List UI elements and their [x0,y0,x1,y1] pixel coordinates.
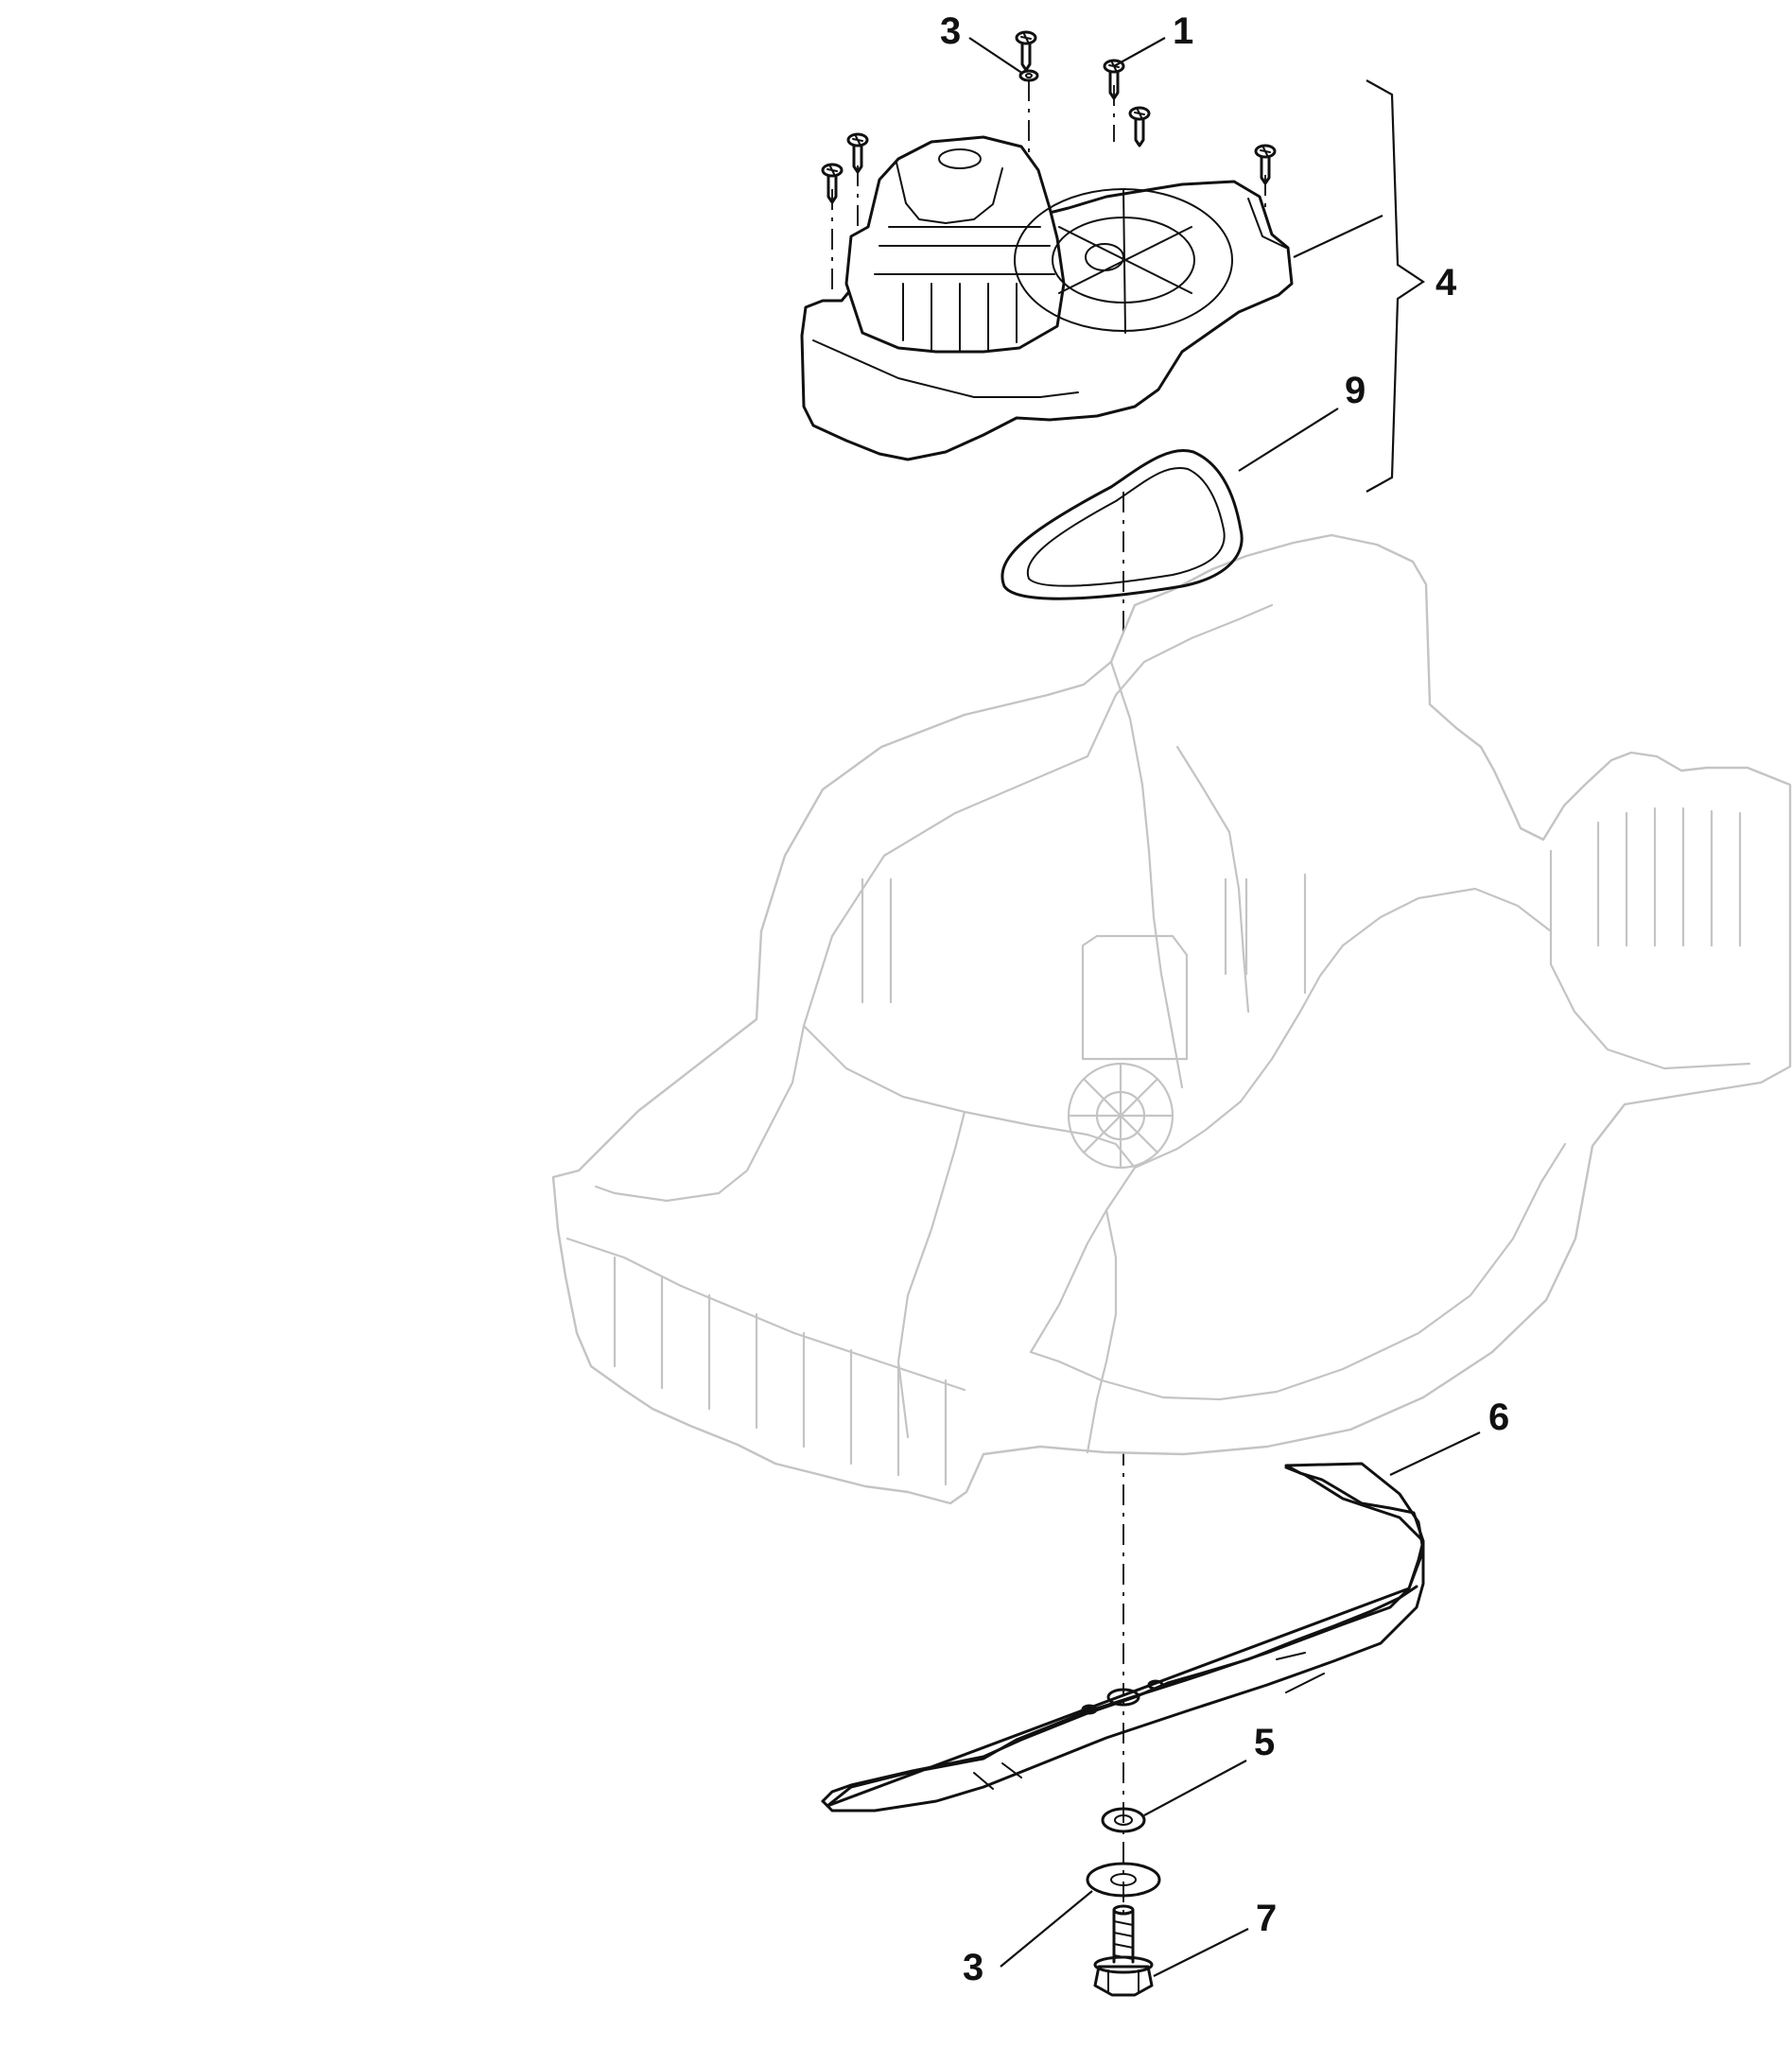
leader-1 [1113,37,1166,67]
leader-7 [1153,1928,1249,1977]
motor-assembly [800,135,1294,461]
screw-icon [821,163,844,204]
leader-4 [1293,215,1383,258]
cutting-blade [821,1462,1425,1813]
callout-6: 6 [1488,1396,1509,1438]
leader-3-bottom [1000,1890,1093,1968]
washer-icon [1101,1807,1146,1833]
screw-icon [1128,106,1151,147]
drive-belt [1000,449,1244,600]
callout-7: 7 [1256,1898,1277,1939]
callout-5: 5 [1254,1722,1275,1763]
screw-icon [1254,144,1277,185]
bolt-icon [1093,1904,1154,1997]
mower-deck [551,533,1792,1505]
callout-9: 9 [1345,370,1366,411]
leader-5 [1143,1760,1247,1816]
leader-6 [1389,1431,1481,1476]
washer-icon [1086,1862,1161,1898]
washer-icon [1018,69,1039,82]
assembly-bracket [1366,79,1425,493]
callout-3-top: 3 [940,10,961,52]
callout-4: 4 [1435,262,1457,304]
leader-3-top [968,37,1024,75]
callout-1: 1 [1173,10,1193,52]
screw-icon [1015,30,1037,72]
leader-9 [1238,408,1339,472]
callout-3-bottom: 3 [963,1947,983,1988]
screw-icon [846,132,869,174]
